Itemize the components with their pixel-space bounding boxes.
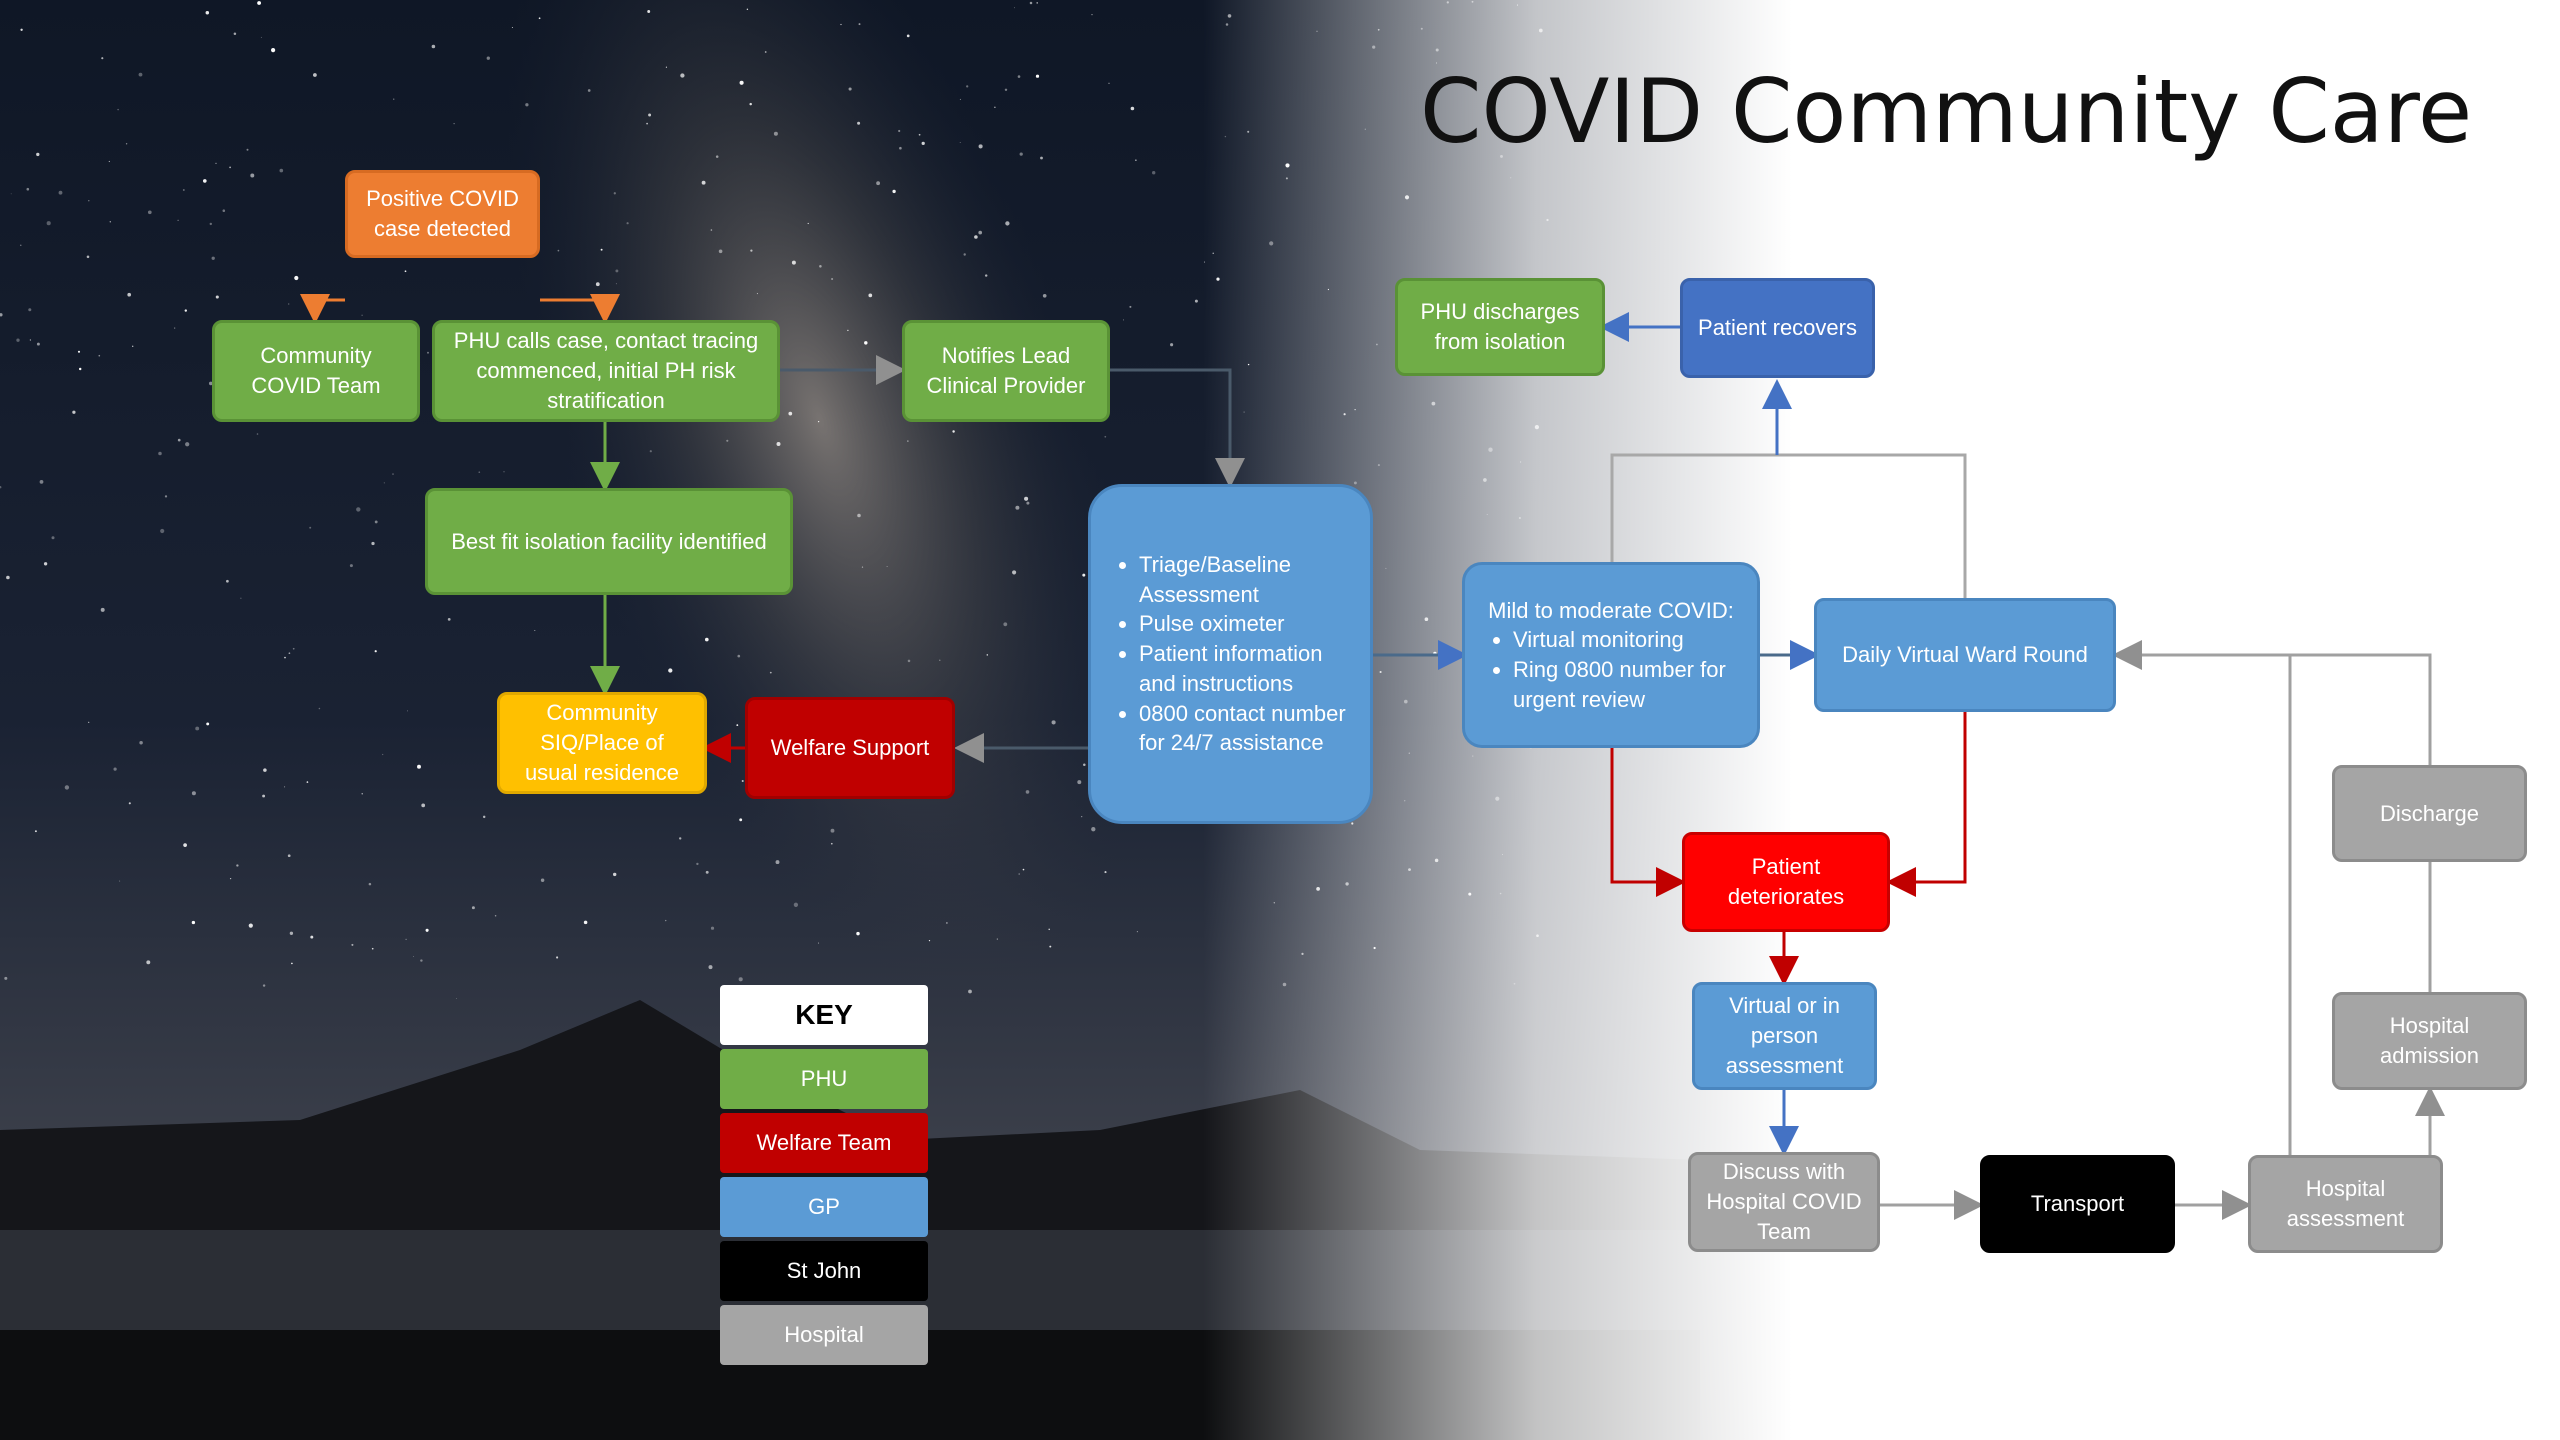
page-title: COVID Community Care [1420, 60, 2473, 163]
phu-discharges-node: PHU discharges from isolation [1395, 278, 1605, 376]
triage-item: 0800 contact number for 24/7 assistance [1139, 699, 1356, 758]
triage-node: Triage/Baseline Assessment Pulse oximete… [1088, 484, 1373, 824]
virtual-assessment-node: Virtual or in person assessment [1692, 982, 1877, 1090]
key-header: KEY [720, 985, 928, 1045]
key-item-hospital: Hospital [720, 1305, 928, 1365]
transport-node: Transport [1980, 1155, 2175, 1253]
hospital-admission-node: Hospital admission [2332, 992, 2527, 1090]
community-siq-node: Community SIQ/Place of usual residence [497, 692, 707, 794]
patient-recovers-node: Patient recovers [1680, 278, 1875, 378]
key-item-gp: GP [720, 1177, 928, 1237]
notifies-lead-provider-node: Notifies Lead Clinical Provider [902, 320, 1110, 422]
phu-calls-node: PHU calls case, contact tracing commence… [432, 320, 780, 422]
triage-item: Triage/Baseline Assessment [1139, 550, 1356, 609]
community-covid-team-node: Community COVID Team [212, 320, 420, 422]
daily-virtual-ward-node: Daily Virtual Ward Round [1814, 598, 2116, 712]
triage-item: Pulse oximeter [1139, 609, 1356, 639]
color-key: KEY PHU Welfare Team GP St John Hospital [720, 985, 928, 1369]
patient-deteriorates-node: Patient deteriorates [1682, 832, 1890, 932]
mild-moderate-node: Mild to moderate COVID: Virtual monitori… [1462, 562, 1760, 748]
hospital-assessment-node: Hospital assessment [2248, 1155, 2443, 1253]
mild-moderate-title: Mild to moderate COVID: [1488, 597, 1734, 623]
best-fit-isolation-node: Best fit isolation facility identified [425, 488, 793, 595]
key-item-stjohn: St John [720, 1241, 928, 1301]
discuss-hospital-team-node: Discuss with Hospital COVID Team [1688, 1152, 1880, 1252]
mild-item: Virtual monitoring [1513, 625, 1743, 655]
triage-item: Patient information and instructions [1139, 639, 1356, 698]
discharge-node: Discharge [2332, 765, 2527, 862]
positive-covid-node: Positive COVID case detected [345, 170, 540, 258]
mild-item: Ring 0800 number for urgent review [1513, 655, 1743, 714]
key-item-welfare: Welfare Team [720, 1113, 928, 1173]
welfare-support-node: Welfare Support [745, 697, 955, 799]
key-item-phu: PHU [720, 1049, 928, 1109]
